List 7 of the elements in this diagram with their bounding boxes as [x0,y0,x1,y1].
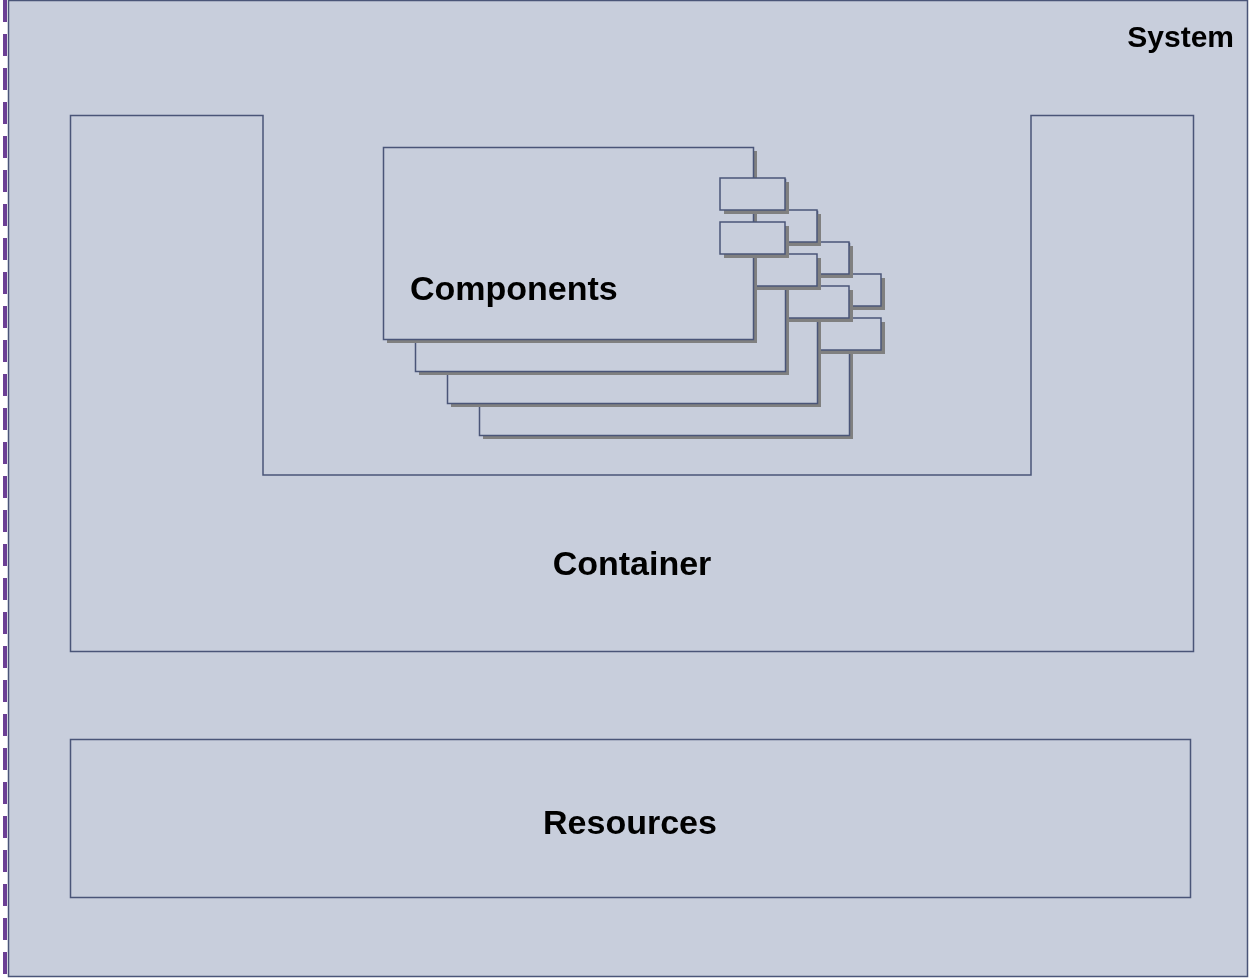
container-box [70,115,1194,652]
container-label: Container [552,546,712,580]
resources-box [70,739,1191,898]
system-box [8,0,1248,977]
resources-label: Resources [543,805,717,839]
components-label: Components [410,271,618,305]
system-title: System [1127,22,1234,52]
